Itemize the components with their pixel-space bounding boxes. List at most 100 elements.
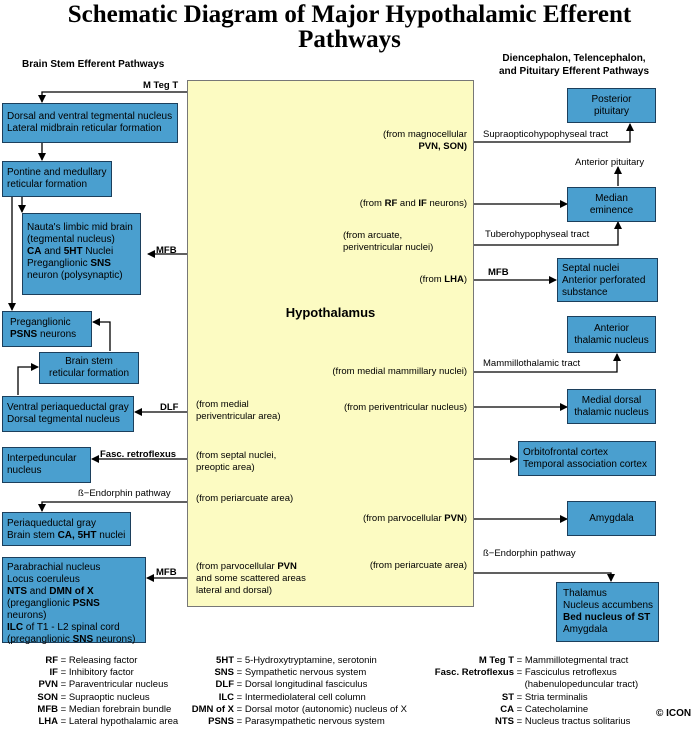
box-interpeduncular: Interpeduncular nucleus <box>2 447 91 483</box>
left-heading: Brain Stem Efferent Pathways <box>22 59 165 70</box>
box-nauta-limbic: Nauta's limbic mid brain (tegmental nucl… <box>22 213 141 295</box>
tuberohypophyseal-line <box>474 221 622 246</box>
box-line: Temporal association cortex <box>523 459 647 470</box>
inner-periventricular: (from periventricular nucleus) <box>343 402 467 413</box>
label-anterior-pituitary: Anterior pituitary <box>575 157 645 168</box>
box-amygdala: Amygdala <box>567 501 656 536</box>
box-line: neuron (polysynaptic) <box>27 270 123 281</box>
box-line: reticular formation <box>7 179 88 190</box>
box-brainstem-reticular: Brain stem reticular formation <box>39 352 139 384</box>
box-medial-dorsal: Medial dorsal thalamic nucleus <box>567 389 656 424</box>
right-heading-line-1: Diencephalon, Telencephalon, <box>502 53 646 64</box>
box-line: Amygdala <box>589 512 634 524</box>
box-line: Ventral periaqueductal gray <box>7 402 129 413</box>
legend-row: RF = Releasing factor <box>45 655 138 666</box>
box-preganglionic-psns: Preganglionic PSNS neurons <box>2 311 92 347</box>
right-heading: Diencephalon, Telencephalon, and Pituita… <box>494 52 654 78</box>
label-b-endorphin-left: ß−Endorphin pathway <box>78 488 171 499</box>
box-line: Pontine and medullary <box>7 167 107 178</box>
inner-periarcuate-right: (from periarcuate area) <box>369 560 467 571</box>
inner-arcuate: (from arcuate, periventricular nuclei) <box>343 230 434 253</box>
box-line: pituitary <box>593 105 629 117</box>
box-line: Anterior perforated <box>562 275 646 286</box>
box-thalamus: Thalamus Nucleus accumbens Bed nucleus o… <box>556 582 659 642</box>
box-periaqueductal-gray: Periaqueductal gray Brain stem CA, 5HT n… <box>2 512 131 546</box>
inner-magnocellular: (from magnocellular PVN, SON) <box>383 129 467 152</box>
box-line: thalamic nucleus <box>574 406 649 418</box>
legend-row: (habenulopeduncular tract) <box>524 679 639 691</box>
label-dlf: DLF <box>160 402 179 413</box>
legend-row: SNS = Sympathetic nervous system <box>214 667 367 679</box>
box-line: Locus coeruleus <box>7 574 80 585</box>
box-septal-nuclei: Septal nuclei Anterior perforated substa… <box>557 258 658 302</box>
label-mammillothalamic: Mammillothalamic tract <box>483 358 581 369</box>
box-line: Dorsal tegmental nucleus <box>7 414 120 425</box>
inner-rf-if: (from RF and IF neurons) <box>359 198 467 209</box>
box-line: Parabrachial nucleus <box>7 562 101 573</box>
box-dorsal-ventral-tegmental: Dorsal and ventral tegmental nucleus Lat… <box>2 103 178 143</box>
box-parabrachial: Parabrachial nucleus Locus coeruleus NTS… <box>2 557 146 645</box>
b-endorphin-left-line <box>38 501 187 512</box>
label-mfb-right: MFB <box>488 267 509 278</box>
box-line: nucleus <box>7 465 42 476</box>
legend-row: CA = Catecholamine <box>500 703 589 715</box>
box-line: (preganglionic PSNS neurons) <box>7 598 100 621</box>
box-line: Nauta's limbic mid brain <box>27 222 133 233</box>
box-pontine-medullary: Pontine and medullary reticular formatio… <box>2 161 112 197</box>
b-endorphin-right-line <box>474 572 615 582</box>
label-mfb-upper: MFB <box>156 245 177 256</box>
box-line: Interpeduncular <box>7 453 77 464</box>
inner-parvocellular-left: (from parvocellular PVN and some scatter… <box>196 561 306 596</box>
inner-lha: (from LHA) <box>419 274 467 285</box>
m-teg-t-line <box>38 91 187 103</box>
label-supraoptico: Supraopticohypophyseal tract <box>483 129 609 140</box>
legend-row: M Teg T = Mammillotegmental tract <box>478 655 629 666</box>
box-line: (preganglionic SNS neurons) <box>7 634 136 645</box>
legend-row: PVN = Paraventricular nucleus <box>38 679 169 691</box>
legend-row: ST = Stria terminalis <box>501 691 588 703</box>
box-line: Septal nuclei <box>562 263 620 274</box>
box-line: thalamic nucleus <box>574 334 649 346</box>
legend-column-1: RF = Releasing factor IF = Inhibitory fa… <box>10 655 178 728</box>
box-line: Posterior <box>591 93 632 105</box>
legend-row: IF = Inhibitory factor <box>49 667 134 679</box>
box-line: Anterior <box>593 322 629 334</box>
inner-periarcuate-left: (from periarcuate area) <box>196 493 294 504</box>
box-line: (tegmental nucleus) <box>27 234 115 245</box>
box-line: ILC of T1 - L2 spinal cord <box>7 622 120 633</box>
label-b-endorphin-right: ß−Endorphin pathway <box>483 548 576 559</box>
box-line: eminence <box>589 204 634 216</box>
copyright-logo: © ICON <box>656 708 692 719</box>
mammillothalamic-line <box>474 353 621 373</box>
box-median-eminence: Median eminence <box>567 187 656 222</box>
legend-row: DLF = Dorsal longitudinal fasciculus <box>215 679 368 691</box>
legend-row: PSNS = Parasympathetic nervous system <box>208 716 385 728</box>
box-line: CA and 5HT Nuclei <box>27 246 114 257</box>
legend-row: MFB = Median forebrain bundle <box>37 703 172 715</box>
label-tuberohypophyseal: Tuberohypophyseal tract <box>485 229 590 240</box>
legend-column-3: M Teg T = Mammillotegmental tract Fasc. … <box>418 655 638 728</box>
hypothalamus-box <box>187 80 474 607</box>
periaqueductal-to-rf-line <box>17 363 39 395</box>
box-line: Preganglionic SNS <box>27 258 111 269</box>
box-line: Median <box>595 192 628 204</box>
legend-row: SON = Supraoptic nucleus <box>37 691 150 703</box>
rf-to-preganglionic-line <box>92 318 111 351</box>
label-mfb-lower: MFB <box>156 567 177 578</box>
box-line: Brain stem CA, 5HT nuclei <box>7 530 126 541</box>
box-line: reticular formation <box>48 368 130 379</box>
title-line-2: Pathways <box>298 26 401 53</box>
box-line: Amygdala <box>563 624 608 635</box>
box-orbitofrontal: Orbitofrontal cortex Temporal associatio… <box>518 441 656 476</box>
label-fasc-retroflexus: Fasc. retroflexus <box>100 449 177 460</box>
supraoptico-line <box>474 123 634 143</box>
inner-medial-periventricular: (from medial periventricular area) <box>196 399 281 422</box>
box-line: Preganglionic <box>10 317 71 328</box>
legend-row: LHA = Lateral hypothalamic area <box>38 716 179 728</box>
inner-mammillary: (from medial mammillary nuclei) <box>332 366 467 377</box>
inner-parvocellular-right: (from parvocellular PVN) <box>362 513 467 524</box>
box-anterior-thalamic: Anterior thalamic nucleus <box>567 316 656 353</box>
box-line: Dorsal and ventral tegmental nucleus <box>7 111 173 122</box>
